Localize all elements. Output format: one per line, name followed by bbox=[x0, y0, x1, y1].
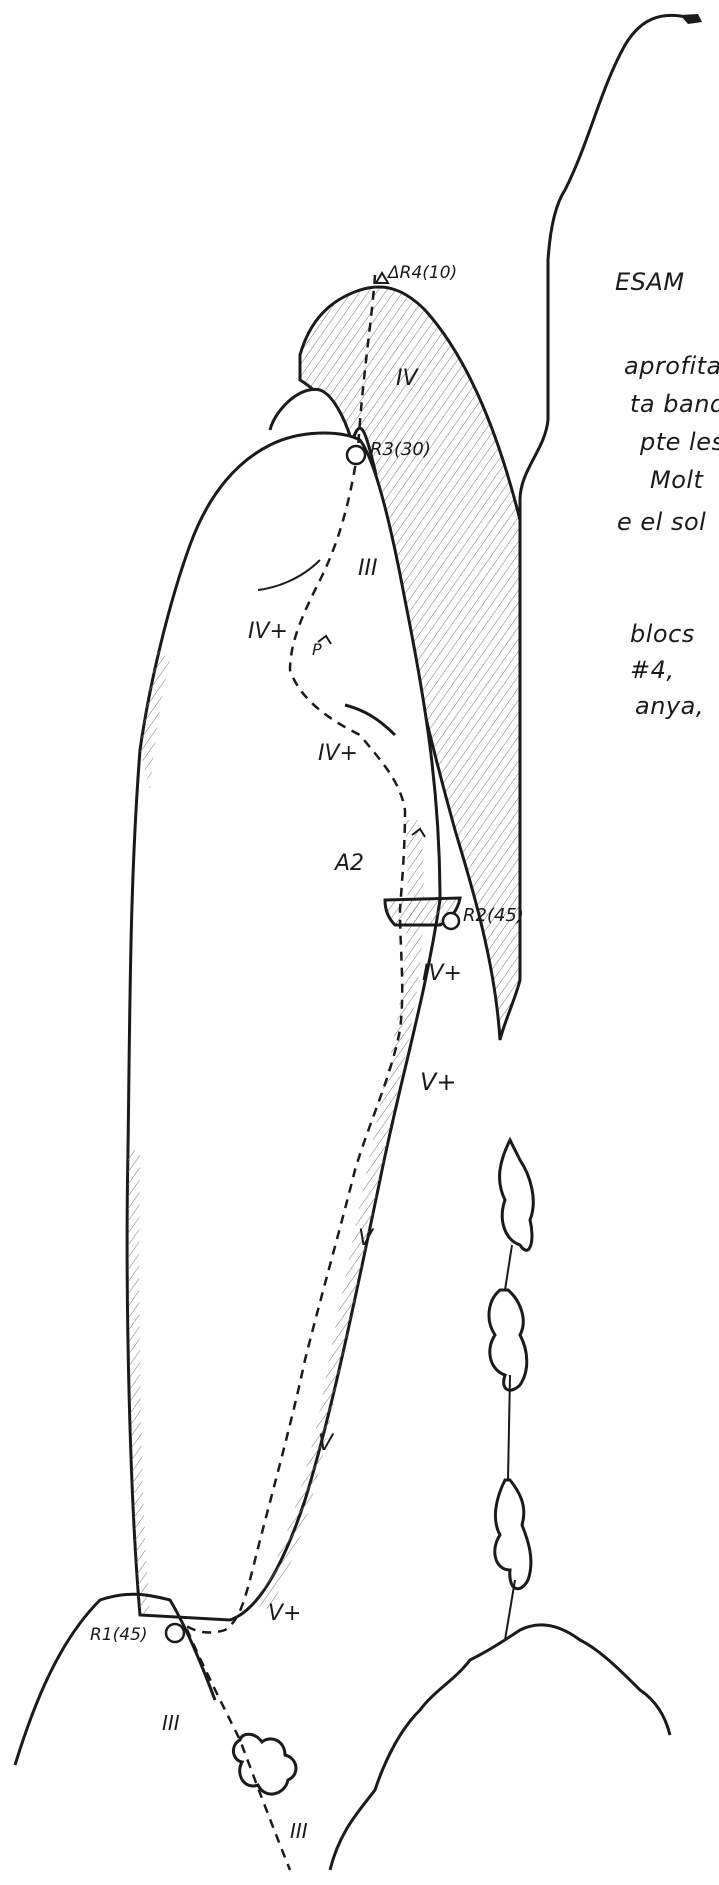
piton-mark: P bbox=[312, 640, 322, 659]
r4-label: ΔR4(10) bbox=[386, 263, 457, 283]
main-pillar bbox=[127, 433, 440, 1620]
grade-p1a: V bbox=[358, 1226, 375, 1251]
r2-label: R2(45) bbox=[463, 905, 524, 926]
r1-anchor-icon bbox=[166, 1624, 184, 1642]
lower-bush-slope bbox=[330, 1625, 670, 1870]
r2-anchor-icon bbox=[443, 913, 459, 929]
far-ridge-outline bbox=[520, 15, 690, 980]
r3-anchor-icon bbox=[347, 446, 365, 464]
grade-approach-a: III bbox=[162, 1711, 180, 1735]
grade-p2b: V+ bbox=[420, 1068, 457, 1096]
gully-bushes bbox=[489, 1140, 533, 1589]
grade-p4: IV bbox=[396, 366, 419, 391]
base-boulder bbox=[15, 1594, 215, 1765]
r3-label: R3(30) bbox=[370, 439, 431, 460]
r1-label: R1(45) bbox=[90, 1625, 148, 1645]
ridge-tip bbox=[680, 14, 702, 24]
grade-p3a: III bbox=[358, 556, 377, 581]
grade-approach-b: III bbox=[290, 1819, 308, 1843]
grade-p3b: IV+ bbox=[248, 619, 288, 644]
grade-p2a: IV+ bbox=[422, 961, 462, 986]
grade-p1c: V+ bbox=[268, 1601, 301, 1626]
approach-bush bbox=[233, 1734, 296, 1794]
grade-p3c: IV+ bbox=[318, 741, 358, 766]
grade-p1b: V bbox=[318, 1431, 335, 1456]
r4-summit-marker bbox=[376, 273, 388, 283]
grade-p2-aid: A2 bbox=[333, 851, 364, 876]
